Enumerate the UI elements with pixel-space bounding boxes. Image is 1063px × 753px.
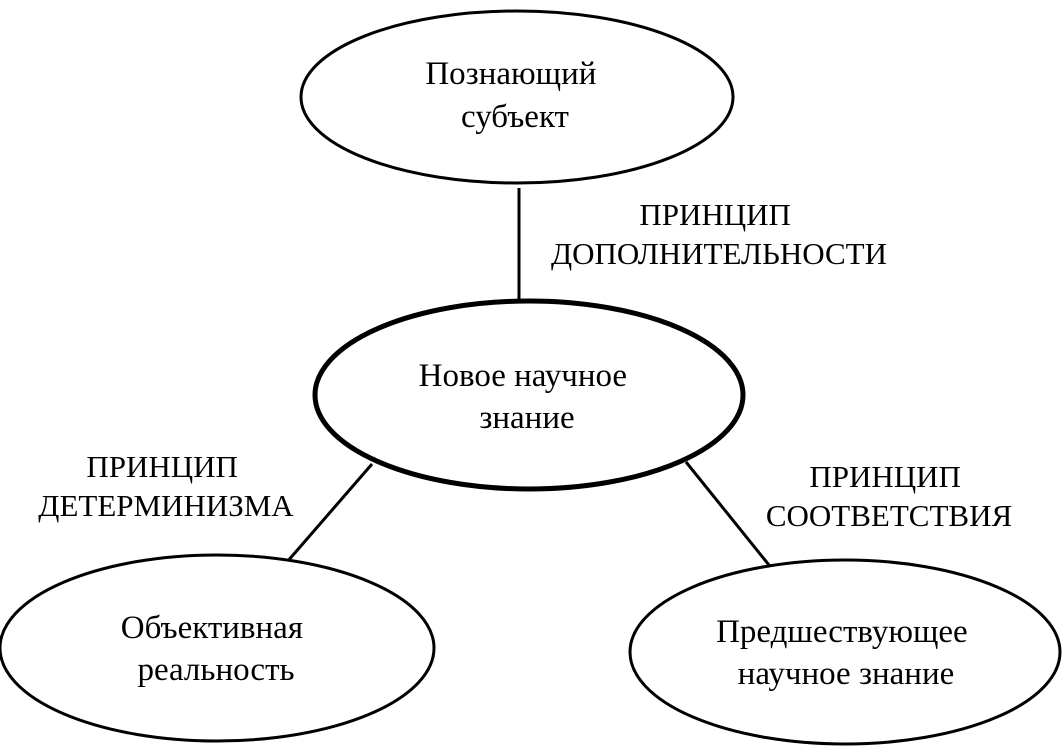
label-complementarity-principle: ПРИНЦИП ДОПОЛНИТЕЛЬНОСТИ — [551, 197, 887, 271]
label-correspondence-line2: СООТВЕТСТВИЯ — [766, 498, 1012, 533]
label-determinism-line2: ДЕТЕРМИНИЗМА — [38, 488, 294, 523]
connector-knowledge-reality — [285, 463, 374, 563]
node-objective-reality-line2: реальность — [137, 652, 294, 688]
node-previous-scientific-knowledge-line2: научное знание — [738, 656, 955, 692]
node-objective-reality-line1: Объективная — [121, 610, 303, 646]
node-previous-scientific-knowledge: Предшествующее научное знание — [628, 558, 1062, 746]
connector-knowledge-previous — [684, 461, 775, 571]
node-cognizing-subject-shape — [299, 9, 735, 185]
node-new-scientific-knowledge-shape — [312, 298, 746, 492]
label-correspondence-principle: ПРИНЦИП СООТВЕТСТВИЯ — [766, 459, 1012, 533]
label-complementarity-line1: ПРИНЦИП — [639, 197, 791, 232]
node-new-scientific-knowledge-line1: Новое научное — [419, 358, 627, 394]
label-determinism-principle: ПРИНЦИП ДЕТЕРМИНИЗМА — [38, 449, 294, 523]
node-cognizing-subject: Познающий субъект — [299, 9, 735, 185]
label-complementarity-line2: ДОПОЛНИТЕЛЬНОСТИ — [551, 236, 887, 271]
node-objective-reality-shape — [0, 553, 436, 743]
svg-text:Предшествующее научное з: Предшествующее научное знание — [716, 614, 976, 692]
node-previous-scientific-knowledge-shape — [628, 558, 1062, 746]
svg-text:Объективная реальность: Объективная реальность — [121, 610, 312, 688]
svg-text:Новое научное знание: Новое научное знание — [419, 358, 636, 436]
label-correspondence-line1: ПРИНЦИП — [809, 459, 961, 494]
label-determinism-line1: ПРИНЦИП — [86, 449, 238, 484]
node-new-scientific-knowledge: Новое научное знание — [312, 298, 746, 492]
svg-text:Познающий субъект: Познающий субъект — [425, 56, 604, 135]
node-cognizing-subject-line1: Познающий — [425, 56, 596, 92]
node-previous-scientific-knowledge-line1: Предшествующее — [716, 614, 968, 650]
node-new-scientific-knowledge-line2: знание — [479, 400, 574, 436]
node-objective-reality: Объективная реальность — [0, 553, 436, 743]
node-cognizing-subject-line2: субъект — [461, 99, 569, 135]
